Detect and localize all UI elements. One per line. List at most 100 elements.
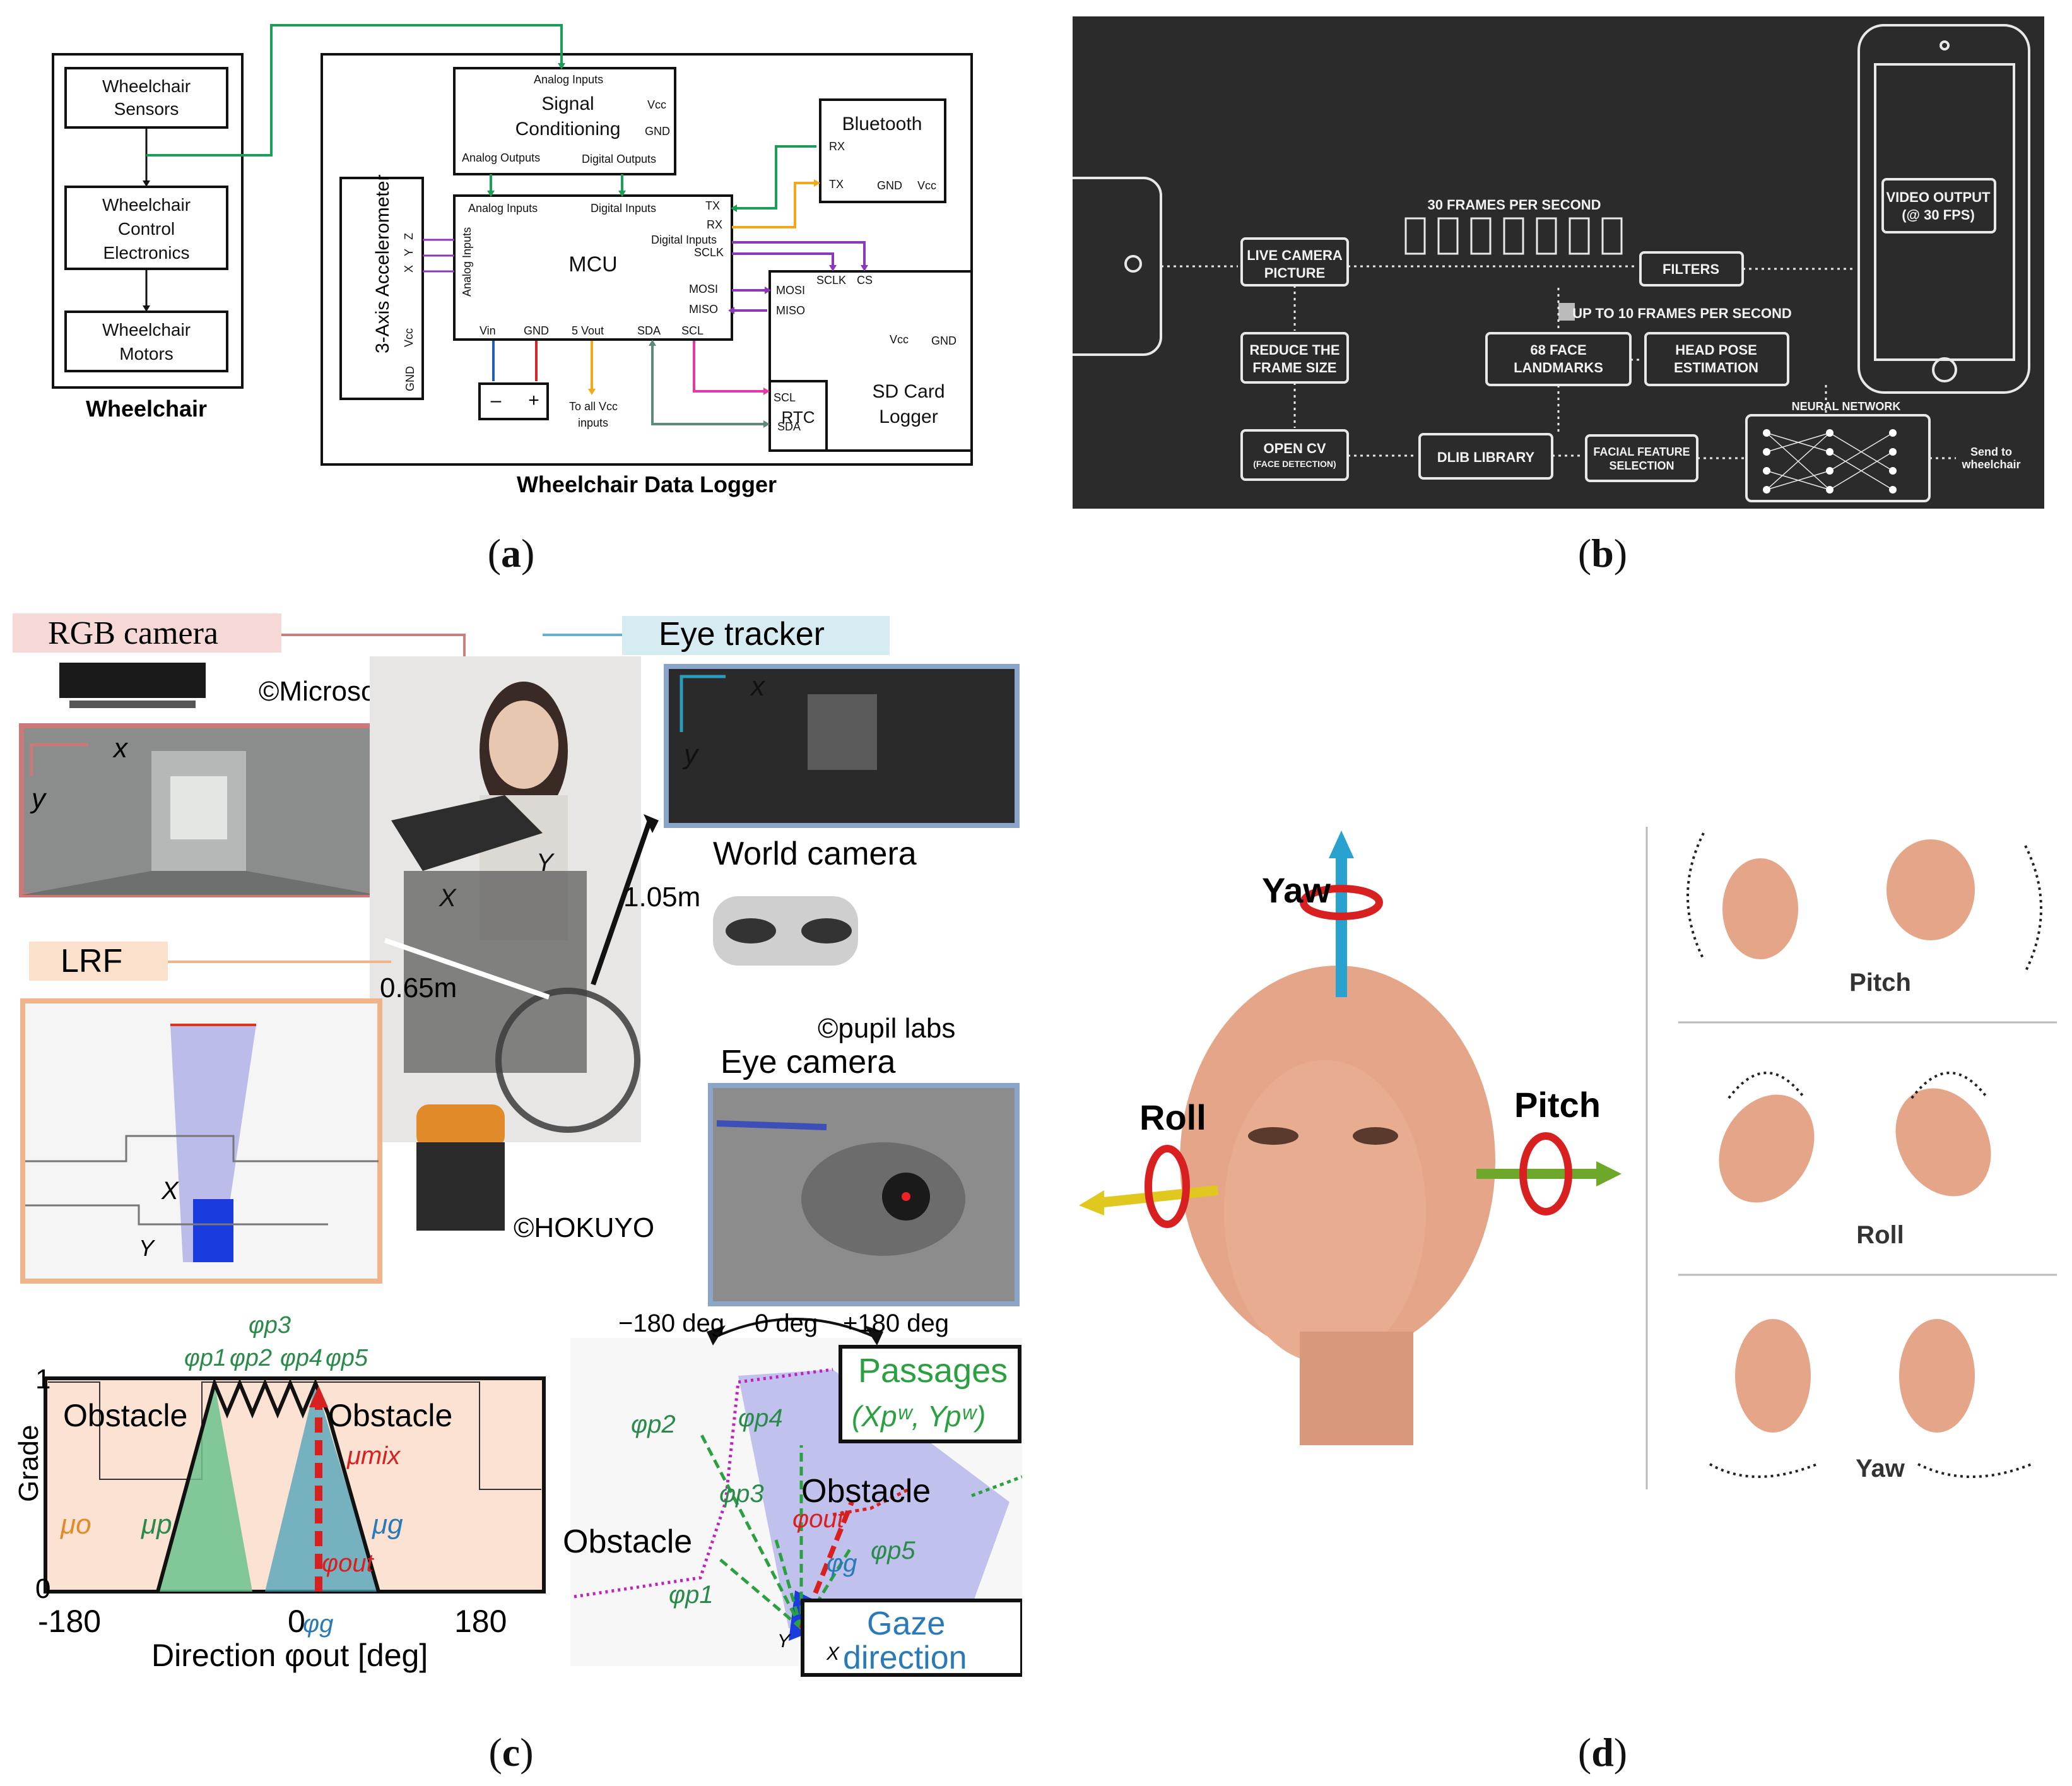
phi-g-chart: φg xyxy=(303,1610,333,1638)
dist-1-05m: 1.05m xyxy=(623,882,700,913)
send-1: Send to xyxy=(1970,446,2012,458)
sc-vcc: Vcc xyxy=(647,98,666,111)
sc-digital-outputs: Digital Outputs xyxy=(582,153,656,165)
sd-vcc: Vcc xyxy=(890,333,909,346)
map-phi-g: φg xyxy=(827,1549,857,1577)
eye-camera-label: Eye camera xyxy=(721,1044,896,1080)
passages-sub: (Xpʷ, Ypʷ) xyxy=(852,1400,986,1433)
roll-axis-label: Roll xyxy=(1139,1097,1206,1137)
video-output-2: (@ 30 FPS) xyxy=(1902,207,1975,223)
panel-b-pipeline: 30 FRAMES PER SECOND LIVE CAMERA PICTURE… xyxy=(1073,16,2044,509)
membership-chart: 1 0 Grade Obstacle Obstacle μo μp μg μmi… xyxy=(13,1312,546,1673)
accel-gnd: GND xyxy=(404,366,416,391)
fps30-label: 30 FRAMES PER SECOND xyxy=(1427,197,1601,213)
world-camera-label: World camera xyxy=(713,836,917,872)
panel-a-block-diagram: Wheelchair Sensors Wheelchair Control El… xyxy=(52,24,973,497)
sd-sclk: SCLK xyxy=(816,274,846,287)
mcu-rx: RX xyxy=(707,218,722,231)
phi-out-chart: φout xyxy=(322,1549,375,1577)
mu-g-label: μg xyxy=(372,1509,403,1540)
lrf-label: LRF xyxy=(61,943,122,979)
side-yaw-label: Yaw xyxy=(1856,1455,1905,1482)
sd-cs: CS xyxy=(857,274,873,287)
map-phi-p4: φp4 xyxy=(738,1404,783,1432)
phi-p4: φp4 xyxy=(280,1345,322,1371)
control-line3: Electronics xyxy=(103,243,190,263)
xw-label-lrf: X xyxy=(161,1177,179,1205)
reduce-1: REDUCE THE xyxy=(1249,342,1339,358)
hokuyo-credit: ©HOKUYO xyxy=(514,1212,654,1243)
motors-line1: Wheelchair xyxy=(102,320,191,340)
mcu-sda: SDA xyxy=(637,324,661,337)
signal-cond-title2: Conditioning xyxy=(515,119,621,139)
mcu-vout: 5 Vout xyxy=(572,324,604,337)
neural-label: NEURAL NETWORK xyxy=(1792,400,1901,413)
mu-o-label: μo xyxy=(60,1509,91,1540)
to-all-vcc-1: To all Vcc xyxy=(569,400,618,413)
caption-b-letter: b xyxy=(1591,531,1614,576)
sc-analog-inputs: Analog Inputs xyxy=(534,73,603,86)
bt-vcc: Vcc xyxy=(917,179,936,192)
pitch-axis-label: Pitch xyxy=(1514,1085,1601,1125)
control-line2: Control xyxy=(118,219,175,239)
caption-c-letter: c xyxy=(502,1730,521,1775)
mcu-digital-inputs: Digital Inputs xyxy=(591,202,656,215)
deg-left: −180 deg xyxy=(618,1310,724,1337)
xw-label-photo: X xyxy=(439,884,457,912)
mcu-analog-inputs-side: Analog Inputs xyxy=(461,227,473,297)
logger-title: Wheelchair Data Logger xyxy=(517,471,777,497)
side-roll-label: Roll xyxy=(1856,1221,1904,1249)
obstacle-map-right: Obstacle xyxy=(801,1473,931,1510)
mu-mix-label: μmix xyxy=(346,1442,401,1470)
signal-cond-title1: Signal xyxy=(541,93,594,114)
sc-analog-outputs: Analog Outputs xyxy=(462,151,540,164)
dist-0-65m: 0.65m xyxy=(380,973,457,1003)
map-phi-p5: φp5 xyxy=(871,1537,915,1564)
rgb-camera-label: RGB camera xyxy=(48,615,218,651)
to-all-vcc-2: inputs xyxy=(578,417,608,429)
mcu-miso: MISO xyxy=(689,303,718,316)
passage-map: −180 deg 0 deg +180 deg Passages (Xpʷ, Y… xyxy=(563,1310,1022,1677)
motors-line2: Motors xyxy=(119,344,174,364)
phi-p1: φp1 xyxy=(184,1345,227,1371)
caption-a: (a) xyxy=(487,531,535,576)
pupil-labs-credit: ©pupil labs xyxy=(818,1013,955,1044)
accel-title: 3-Axis Accelerometer xyxy=(372,175,393,353)
passages-label: Passages xyxy=(858,1352,1008,1390)
map-phi-p1: φp1 xyxy=(669,1581,714,1609)
sd-miso: MISO xyxy=(776,304,805,317)
mu-p-label: μp xyxy=(141,1509,172,1540)
sensors-line1: Wheelchair xyxy=(102,76,191,96)
mcu-analog-inputs: Analog Inputs xyxy=(468,202,538,215)
opencv-1: OPEN CV xyxy=(1263,441,1326,456)
mcu-gnd: GND xyxy=(524,324,549,337)
bt-rx: RX xyxy=(829,140,845,153)
sd-title2: Logger xyxy=(879,406,938,427)
eye-tracker-label: Eye tracker xyxy=(659,616,825,653)
mcu-mosi: MOSI xyxy=(689,283,718,295)
accel-y: Y xyxy=(403,249,415,256)
bluetooth-title: Bluetooth xyxy=(842,114,922,134)
control-line1: Wheelchair xyxy=(102,195,191,215)
upto10-label: UP TO 10 FRAMES PER SECOND xyxy=(1572,305,1792,321)
sc-gnd: GND xyxy=(645,125,670,138)
landmarks-1: 68 FACE xyxy=(1530,342,1586,358)
battery-minus: – xyxy=(491,390,502,411)
reduce-2: FRAME SIZE xyxy=(1252,360,1336,376)
sd-title1: SD Card xyxy=(872,381,945,402)
yc-label: y xyxy=(30,783,47,814)
headpose-2: ESTIMATION xyxy=(1674,360,1758,376)
map-xw: X xyxy=(826,1643,840,1664)
facial-2: SELECTION xyxy=(1609,459,1674,472)
facial-1: FACIAL FEATURE xyxy=(1593,446,1690,458)
side-pitch-label: Pitch xyxy=(1849,969,1911,996)
panel-d-head-pose: Yaw Roll Pitch Pitch Roll Yaw xyxy=(1079,827,2057,1489)
opencv-2: (FACE DETECTION) xyxy=(1253,459,1336,469)
yw-label-lrf: Y xyxy=(139,1235,156,1261)
mcu-sclk: SCLK xyxy=(694,246,724,259)
landmarks-2: LANDMARKS xyxy=(1514,360,1603,376)
xe-label: x xyxy=(750,671,766,702)
map-yw: Y xyxy=(777,1631,791,1652)
xtick-left: -180 xyxy=(38,1604,101,1639)
mcu-scl: SCL xyxy=(681,324,703,337)
